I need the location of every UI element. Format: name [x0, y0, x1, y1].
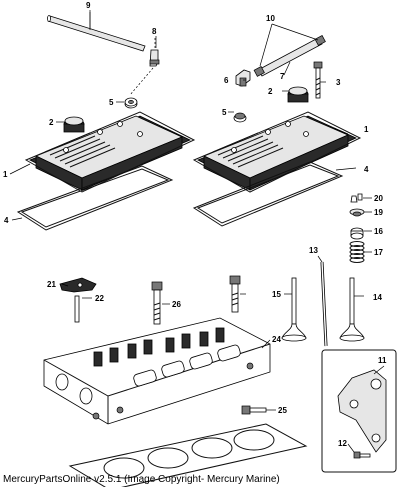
- callout-6: 6: [224, 76, 229, 85]
- callout-9: 9: [86, 1, 91, 10]
- callout-22: 22: [95, 294, 104, 303]
- callout-2-left: 2: [49, 118, 54, 127]
- callout-25: 26: [172, 300, 181, 309]
- callout-21: 24: [272, 335, 281, 344]
- callout-4-left: 4: [4, 216, 9, 225]
- callout-5-left: 5: [109, 98, 114, 107]
- callout-11: 11: [378, 356, 387, 365]
- callout-16: 16: [374, 227, 383, 236]
- callout-1-left: 1: [3, 170, 8, 179]
- bolt-24-part: [241, 405, 267, 415]
- callout-13: 13: [309, 246, 318, 255]
- rocker-arm-part: [59, 277, 97, 293]
- callout-18: 19: [374, 208, 383, 217]
- cylinder-head-part: [43, 317, 271, 425]
- valve-spring-retainer-part: [349, 208, 365, 217]
- rocker-stud-part: [74, 295, 80, 323]
- callout-1-right: 1: [364, 125, 369, 134]
- head-gasket-part: [68, 423, 308, 487]
- left-valve-cover-gasket-part: [16, 165, 174, 231]
- valve-seal-part: [350, 227, 364, 240]
- callout-8: 8: [152, 27, 157, 36]
- right-valve-cover-part: [192, 86, 362, 193]
- callout-24: 25: [278, 406, 287, 415]
- callout-20: 21: [47, 280, 56, 289]
- callout-14: 14: [373, 293, 382, 302]
- callout-12: 12: [338, 439, 347, 448]
- elbow-fitting-part: [129, 38, 160, 96]
- callout-17: 17: [374, 248, 383, 257]
- callout-7: 7: [280, 72, 285, 81]
- left-valve-cover-part: [24, 97, 196, 193]
- callout-2-right: 2: [268, 87, 273, 96]
- pushrod-part: [320, 261, 328, 347]
- intake-valve-part: [281, 277, 307, 342]
- right-valve-cover-gasket-part: [192, 161, 344, 227]
- image-caption: MercuryPartsOnline v2.5.1 (Image Copyrig…: [3, 474, 280, 485]
- callout-19: 20: [374, 194, 383, 203]
- callout-5-right: 5: [222, 108, 227, 117]
- valve-spring-part: [349, 241, 365, 263]
- bracket-inset: [321, 349, 397, 473]
- callout-4-right: 4: [364, 165, 369, 174]
- head-bolt-25-part: [151, 281, 163, 325]
- callout-3: 3: [336, 78, 341, 87]
- callout-labels: 9 8 10 6 7 3 5 5 2 2 1 1 4 4 20 19 16 17…: [3, 1, 387, 448]
- callout-10: 10: [266, 14, 275, 23]
- exhaust-valve-part: [339, 277, 365, 342]
- callout-15: 15: [272, 290, 281, 299]
- head-bolt-26-part: [229, 275, 241, 313]
- breather-tube-part: [47, 10, 146, 52]
- pcv-hose-part: [253, 34, 326, 77]
- leader-lines: [9, 12, 385, 453]
- valve-keepers-part: [350, 193, 363, 203]
- bolt-3-part: [313, 61, 323, 99]
- bracket-screw-part: [353, 451, 371, 459]
- pcv-valve-part: [235, 69, 251, 87]
